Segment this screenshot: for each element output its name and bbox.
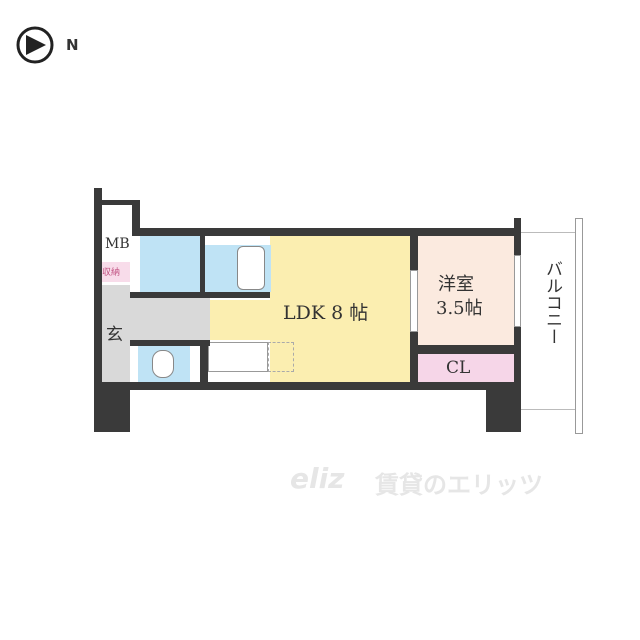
wall [132, 200, 140, 236]
storage [102, 262, 130, 282]
hallway [130, 298, 210, 340]
toilet [152, 350, 174, 378]
wall [132, 228, 521, 236]
entrance [102, 285, 130, 382]
western-room [418, 236, 514, 346]
balcony [521, 232, 575, 410]
north-label: N [66, 36, 79, 54]
western-room-size: 3.5帖 [436, 298, 483, 319]
closet [418, 354, 514, 382]
window [514, 255, 521, 327]
washroom [140, 236, 202, 292]
western-room-name: 洋室 [438, 274, 474, 295]
wall [94, 388, 130, 432]
fridge-space [268, 342, 294, 372]
storage-label: 収納 [102, 268, 121, 278]
balcony-rail [575, 218, 583, 434]
ldk-label: LDK 8 帖 [283, 302, 369, 324]
balcony-label: バルコニー [542, 260, 562, 345]
kitchen-counter [208, 342, 268, 372]
bathtub [237, 246, 265, 290]
wall [94, 200, 140, 205]
ldk-hall-extension [210, 300, 272, 340]
wall [94, 382, 521, 390]
mb-label: MB [105, 236, 130, 252]
wall [200, 340, 208, 382]
north-arrow-icon [15, 25, 55, 65]
window [410, 270, 418, 332]
wall [94, 188, 102, 432]
watermark-text: 賃貸のエリッツ [375, 471, 543, 499]
watermark-logo: eliz [290, 462, 345, 495]
wall [418, 345, 514, 354]
closet-label: CL [446, 358, 471, 378]
wall [130, 340, 210, 346]
wall [130, 292, 270, 298]
wall [200, 236, 205, 292]
entrance-label: 玄 [106, 325, 123, 345]
